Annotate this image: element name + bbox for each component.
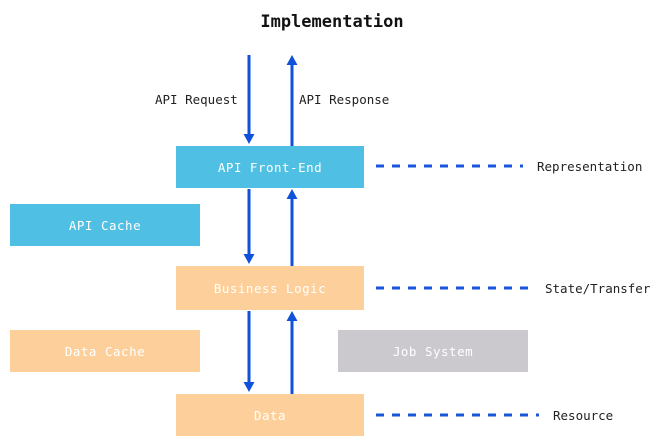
node-label: API Front-End	[217, 159, 323, 175]
arrowhead-down	[243, 134, 255, 144]
node-api-front-end[interactable]: API Front-End	[176, 146, 364, 188]
page-title: Implementation	[260, 12, 404, 32]
node-job-system[interactable]: Job System	[338, 330, 528, 372]
node-data[interactable]: Data	[176, 394, 364, 436]
arrowhead-down	[243, 382, 255, 392]
arrowhead-up	[286, 311, 298, 321]
node-label: Data	[253, 407, 287, 423]
edge-label-api-request: API Request	[155, 92, 238, 107]
node-label: Business Logic	[213, 280, 327, 296]
node-label: Job System	[392, 343, 474, 359]
node-business-logic[interactable]: Business Logic	[176, 266, 364, 310]
side-label-state-transfer: State/Transfer	[545, 281, 651, 296]
arrowhead-down	[243, 254, 255, 264]
node-label: Data Cache	[64, 343, 146, 359]
arrowhead-up	[286, 55, 298, 65]
side-label-representation: Representation	[537, 159, 643, 174]
edge-label-api-response: API Response	[299, 92, 390, 107]
node-api-cache[interactable]: API Cache	[10, 204, 200, 246]
arrowhead-up	[286, 189, 298, 199]
node-label: API Cache	[68, 217, 142, 233]
node-data-cache[interactable]: Data Cache	[10, 330, 200, 372]
side-label-resource: Resource	[553, 408, 614, 423]
